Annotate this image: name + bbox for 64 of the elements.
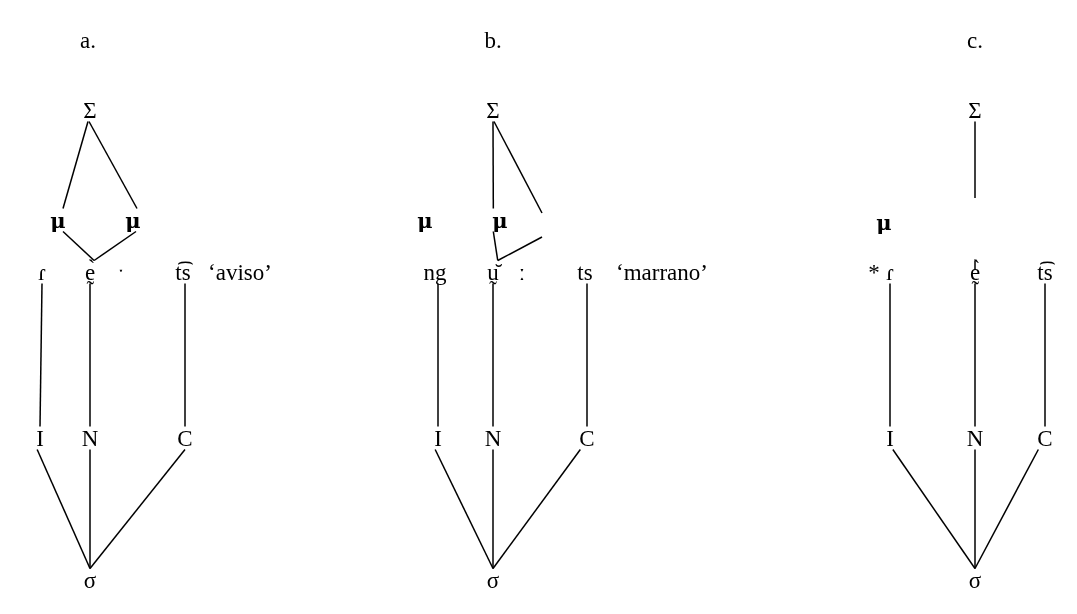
association-line — [184, 282, 186, 428]
tree-node-label: I — [36, 426, 44, 450]
association-line — [892, 448, 976, 570]
tree-node-label: ɾ — [886, 260, 894, 284]
association-line — [586, 282, 588, 428]
association-line — [492, 448, 582, 570]
association-line — [974, 282, 976, 428]
gloss-text: ‘aviso’ — [208, 260, 272, 284]
length-mark: ˑ — [117, 260, 125, 284]
tree-node-label: Σ — [83, 98, 97, 122]
tree-node-label: ts — [577, 260, 593, 284]
association-line — [974, 259, 976, 271]
tree-node-label: t͡s — [175, 260, 191, 284]
tree-node-label: σ — [968, 568, 982, 592]
association-line — [492, 230, 499, 262]
tree-node-label: σ — [486, 568, 500, 592]
association-line — [889, 282, 891, 428]
association-line — [39, 282, 43, 428]
length-mark: ː — [518, 260, 526, 284]
tree-node-label: ɾ — [38, 260, 46, 284]
association-line — [62, 230, 95, 262]
association-line — [974, 448, 976, 570]
tree-node-label: C — [1037, 426, 1053, 450]
association-line — [497, 236, 543, 262]
mora-symbol: μ — [492, 208, 508, 232]
panel-label: b. — [484, 28, 502, 52]
mora-symbol: μ — [417, 208, 433, 232]
association-line — [974, 120, 976, 199]
tree-node-label: C — [579, 426, 595, 450]
mora-symbol: μ — [50, 208, 66, 232]
tree-node-label: t͡s — [1037, 260, 1053, 284]
panel-label: a. — [80, 28, 96, 52]
association-line — [492, 120, 495, 210]
association-line — [88, 120, 138, 210]
tree-node-label: Σ — [968, 98, 982, 122]
mora-symbol: μ — [876, 210, 892, 234]
association-line — [89, 448, 186, 570]
association-line — [89, 448, 91, 570]
mora-symbol: μ — [125, 208, 141, 232]
association-line — [493, 120, 543, 214]
association-line — [1044, 282, 1046, 428]
tree-node-label: N — [966, 426, 984, 450]
tree-node-label: σ — [83, 568, 97, 592]
gloss-text: ‘marrano’ — [616, 260, 708, 284]
tree-node-label: ḛ̀ — [84, 260, 96, 284]
tree-node-label: N — [484, 426, 502, 450]
tree-node-label: Σ — [486, 98, 500, 122]
association-line — [974, 448, 1040, 570]
association-line — [437, 282, 439, 428]
association-line — [62, 120, 89, 210]
tree-node-label: ng — [423, 260, 447, 284]
tree-node-label: N — [81, 426, 99, 450]
association-line — [434, 448, 494, 570]
tree-node-label: I — [886, 426, 894, 450]
association-line — [36, 448, 91, 570]
association-line — [492, 282, 494, 428]
association-line — [89, 282, 91, 428]
tree-node-label: I — [434, 426, 442, 450]
tree-node-label: ḛ̀ — [969, 260, 981, 284]
association-line — [93, 230, 137, 262]
ungrammatical-mark: * — [868, 260, 880, 284]
association-line — [492, 448, 494, 570]
panel-label: c. — [967, 28, 983, 52]
tree-node-label: C — [177, 426, 193, 450]
